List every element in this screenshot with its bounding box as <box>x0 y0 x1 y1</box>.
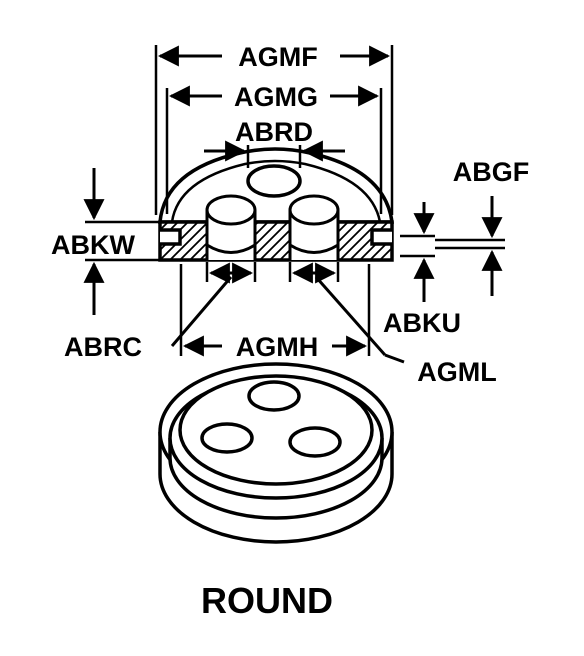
iso-hole-right <box>288 426 342 458</box>
iso-hole-left <box>200 422 254 454</box>
label-agmf: AGMF <box>238 42 317 72</box>
label-abkw: ABKW <box>51 230 135 260</box>
hole-right-section <box>288 194 340 260</box>
cross-section-view <box>158 147 395 262</box>
right-groove <box>370 228 392 246</box>
shape-caption: ROUND <box>201 580 333 621</box>
label-abrc: ABRC <box>64 332 142 362</box>
label-abgf: ABGF <box>453 157 530 187</box>
dimensions <box>83 45 505 364</box>
label-abrd: ABRD <box>235 117 313 147</box>
iso-hole-top <box>247 380 301 412</box>
isometric-view <box>158 362 394 544</box>
label-agmg: AGMG <box>234 82 318 112</box>
label-agmh: AGMH <box>236 332 319 362</box>
hole-left-section <box>205 194 257 260</box>
label-agml: AGML <box>417 357 496 387</box>
top-hole <box>246 164 302 198</box>
left-groove <box>160 228 182 246</box>
inner-dome <box>170 159 382 223</box>
base-section <box>158 220 394 262</box>
label-abku: ABKU <box>383 308 461 338</box>
